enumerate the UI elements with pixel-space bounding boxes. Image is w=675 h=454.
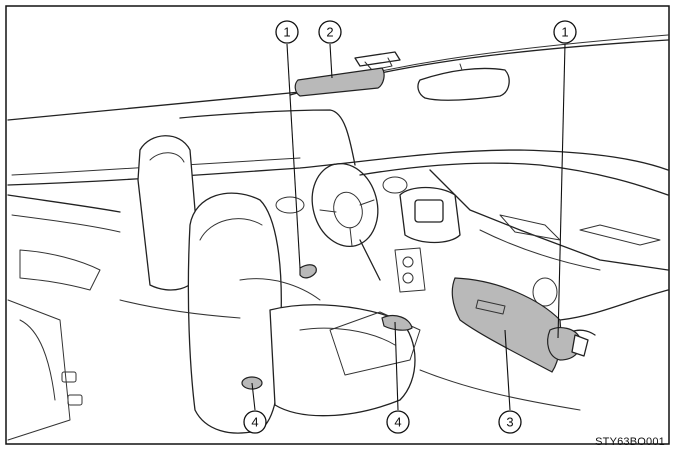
callout-4a-label: 4 [251, 415, 258, 430]
callout-4b-label: 4 [394, 415, 401, 430]
leader-4b [394, 321, 399, 411]
rear-view-mirror [417, 67, 510, 101]
center-screen [414, 199, 444, 223]
left-window-sill [7, 194, 121, 213]
console-storage [381, 315, 413, 331]
windshield-pillar [179, 109, 356, 166]
center-controls [394, 247, 426, 293]
front-seat-back [187, 192, 282, 434]
floor-line-right [419, 369, 581, 411]
seat-belt-buckle-1 [61, 371, 77, 383]
callout-1b-label: 1 [561, 25, 568, 40]
control-knob-1 [402, 256, 414, 268]
dash-crease [479, 229, 601, 271]
callout-2: 2 [318, 20, 342, 44]
rear-headrest-line [149, 152, 185, 163]
control-knob-2 [402, 272, 414, 284]
center-console [329, 311, 421, 376]
dash-panel [499, 214, 561, 241]
front-headrest-line [199, 218, 263, 241]
callout-1b: 1 [553, 20, 577, 44]
callout-4a: 4 [243, 410, 267, 434]
steering-wheel [311, 162, 379, 248]
dash-vent-right [579, 224, 661, 246]
steering-spokes [319, 199, 375, 247]
door-handle-cap [571, 334, 589, 357]
right-vent [532, 277, 558, 307]
dash-right-contour [429, 169, 669, 271]
dashboard-top [7, 149, 669, 186]
glove-box [451, 277, 562, 373]
seat-cushion-line [299, 327, 396, 346]
windshield-top [7, 91, 301, 121]
leader-1a [286, 43, 301, 269]
leader-1b [557, 43, 566, 339]
leader-2 [329, 43, 333, 79]
driver-seat-rail [239, 278, 321, 301]
left-door-panel [19, 249, 101, 291]
sun-visor [294, 67, 385, 97]
overhead-light [354, 51, 401, 67]
leader-4a [251, 382, 256, 411]
steering-hub [333, 191, 363, 229]
rear-seat-side [7, 299, 71, 441]
left-vent [275, 196, 305, 214]
mirror-stem [459, 63, 463, 71]
door-right-line [559, 289, 669, 321]
callout-2-label: 2 [326, 25, 333, 40]
leader-3 [504, 329, 511, 411]
floor-line-left [119, 299, 241, 319]
glove-box-handle [475, 299, 506, 315]
steering-column [359, 239, 381, 281]
dash-upper-contour [359, 162, 669, 196]
frame-border [5, 5, 670, 445]
callout-3-label: 3 [506, 415, 513, 430]
left-door-trim [11, 214, 121, 233]
driver-storage [299, 264, 317, 279]
front-seat-cushion [269, 304, 416, 417]
figure-code: STY63BO001 [595, 436, 665, 448]
seat-belt [19, 319, 56, 401]
callout-4b: 4 [386, 410, 410, 434]
callout-3: 3 [498, 410, 522, 434]
seat-belt-buckle-2 [67, 394, 83, 406]
center-vent [382, 176, 408, 194]
callout-1a: 1 [275, 20, 299, 44]
callout-1a-label: 1 [283, 25, 290, 40]
